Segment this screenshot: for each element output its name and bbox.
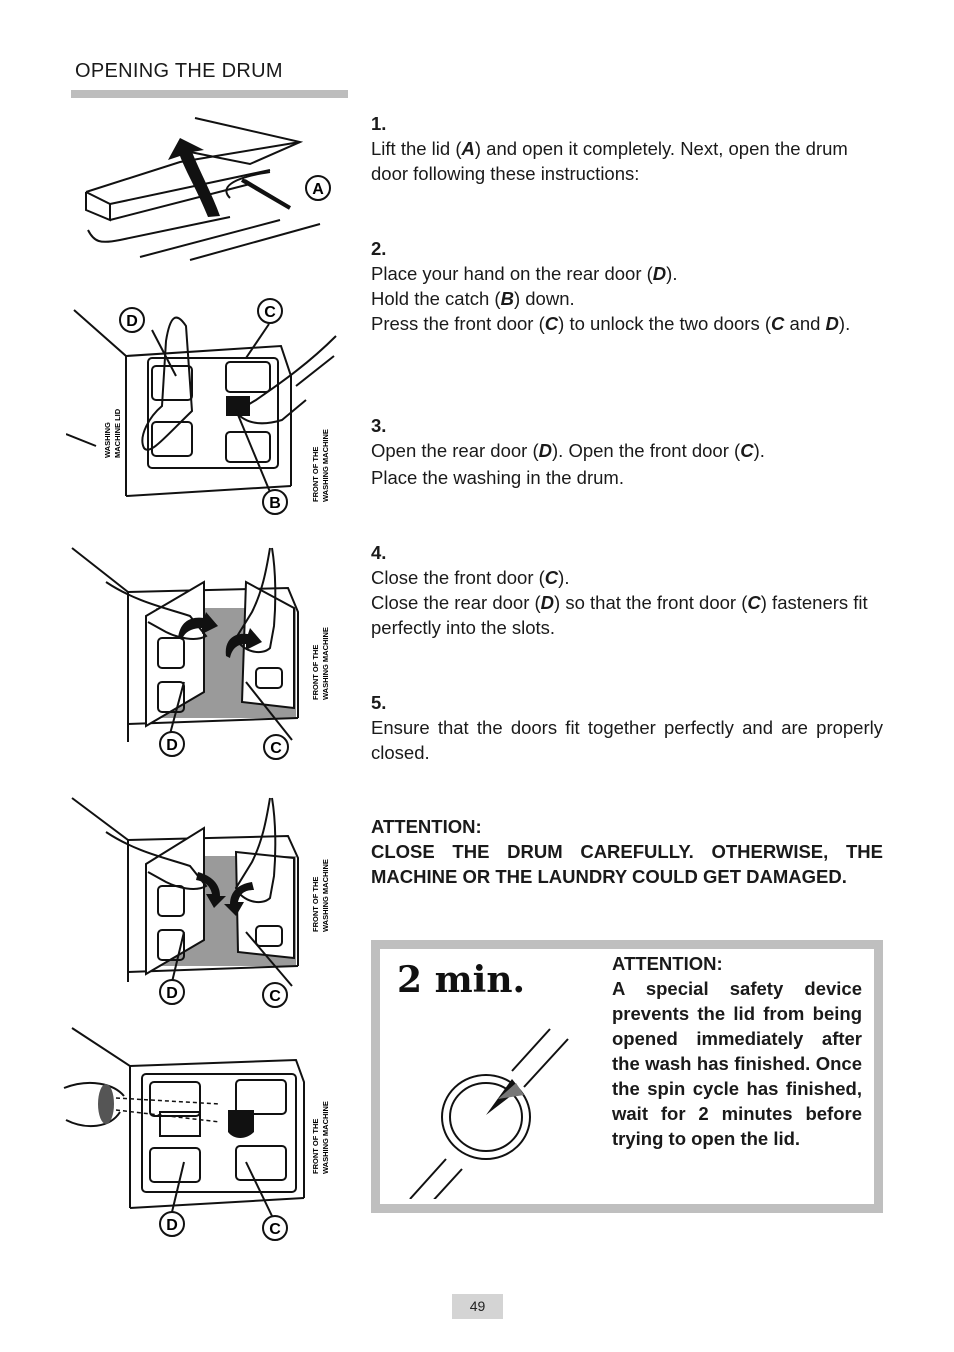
page-title: OPENING THE DRUM bbox=[75, 60, 283, 82]
step-text: Hold the catch (B) down. bbox=[371, 288, 575, 309]
figure-open-doors: FRONT OF THE WASHING MACHINE D C bbox=[66, 542, 336, 762]
step-number: 3. bbox=[371, 415, 387, 436]
svg-text:WASHING MACHINE: WASHING MACHINE bbox=[321, 429, 330, 502]
step-text: Place the washing in the drum. bbox=[371, 467, 624, 488]
step-number: 4. bbox=[371, 542, 387, 563]
svg-text:C: C bbox=[269, 1221, 281, 1238]
svg-text:FRONT OF THE: FRONT OF THE bbox=[311, 645, 320, 700]
step-text: Lift the lid (A) and open it completely.… bbox=[371, 138, 848, 184]
step-5: 5. Ensure that the doors fit together pe… bbox=[371, 690, 883, 765]
svg-text:MACHINE LID: MACHINE LID bbox=[113, 408, 122, 458]
callout-a: A bbox=[305, 175, 331, 201]
step-number: 5. bbox=[371, 692, 387, 713]
step-2: 2. Place your hand on the rear door (D).… bbox=[371, 236, 883, 336]
svg-text:D: D bbox=[126, 313, 138, 330]
warning-block: ATTENTION: CLOSE THE DRUM CAREFULLY. OTH… bbox=[371, 814, 883, 889]
callout-c: C bbox=[262, 982, 288, 1008]
callout-c: C bbox=[263, 734, 289, 760]
notice-body: A special safety device prevents the lid… bbox=[612, 978, 862, 1149]
figure-lift-lid: A bbox=[80, 112, 350, 272]
step-text: Place your hand on the rear door (D). bbox=[371, 263, 678, 284]
step-text: Ensure that the doors fit together perfe… bbox=[371, 717, 883, 763]
callout-d: D bbox=[159, 1211, 185, 1237]
step-3: 3. Open the rear door (D). Open the fron… bbox=[371, 413, 883, 490]
warning-text: CLOSE THE DRUM CAREFULLY. OTHERWISE, THE… bbox=[371, 841, 883, 887]
callout-c: C bbox=[257, 298, 283, 324]
svg-text:D: D bbox=[166, 1217, 178, 1234]
svg-text:A: A bbox=[312, 181, 324, 198]
svg-text:C: C bbox=[264, 304, 276, 321]
step-text: Close the front door (C). bbox=[371, 567, 570, 588]
svg-text:FRONT OF THE: FRONT OF THE bbox=[311, 877, 320, 932]
wait-time-label: 2 min. bbox=[397, 959, 526, 1001]
page-number: 49 bbox=[452, 1294, 503, 1319]
step-text: Close the rear door (D) so that the fron… bbox=[371, 592, 868, 638]
warning-title: ATTENTION: bbox=[371, 816, 482, 837]
step-number: 2. bbox=[371, 238, 387, 259]
svg-text:C: C bbox=[269, 988, 281, 1005]
svg-text:FRONT OF THE: FRONT OF THE bbox=[311, 447, 320, 502]
figure-close-doors: FRONT OF THE WASHING MACHINE D C bbox=[66, 792, 336, 1012]
svg-text:B: B bbox=[269, 495, 281, 512]
callout-d: D bbox=[159, 979, 185, 1005]
svg-text:WASHING MACHINE: WASHING MACHINE bbox=[321, 859, 330, 932]
wristwatch-icon bbox=[400, 1009, 590, 1205]
svg-text:FRONT OF THE: FRONT OF THE bbox=[311, 1119, 320, 1174]
title-underline-bar bbox=[71, 90, 348, 98]
notice-title: ATTENTION: bbox=[612, 953, 723, 974]
svg-text:D: D bbox=[166, 985, 178, 1002]
svg-text:WASHING: WASHING bbox=[103, 422, 112, 458]
callout-d: D bbox=[159, 731, 185, 757]
step-4: 4. Close the front door (C). Close the r… bbox=[371, 540, 883, 640]
svg-text:C: C bbox=[270, 740, 282, 757]
callout-d: D bbox=[119, 307, 145, 333]
svg-text:WASHING MACHINE: WASHING MACHINE bbox=[321, 1101, 330, 1174]
svg-text:WASHING MACHINE: WASHING MACHINE bbox=[321, 627, 330, 700]
callout-c: C bbox=[262, 1215, 288, 1241]
step-number: 1. bbox=[371, 113, 387, 134]
safety-notice-box: 2 min. ATTENTION: A special safety devic… bbox=[371, 940, 883, 1213]
svg-text:D: D bbox=[166, 737, 178, 754]
figure-unlock-doors: WASHING MACHINE LID FRONT OF THE WASHING… bbox=[66, 296, 346, 520]
step-1: 1. Lift the lid (A) and open it complete… bbox=[371, 111, 883, 186]
figure-check-closure: FRONT OF THE WASHING MACHINE D C bbox=[60, 1022, 340, 1246]
step-text: Open the rear door (D). Open the front d… bbox=[371, 440, 765, 461]
step-text: Press the front door (C) to unlock the t… bbox=[371, 313, 851, 334]
notice-text: ATTENTION: A special safety device preve… bbox=[612, 951, 862, 1151]
callout-b: B bbox=[262, 489, 288, 515]
